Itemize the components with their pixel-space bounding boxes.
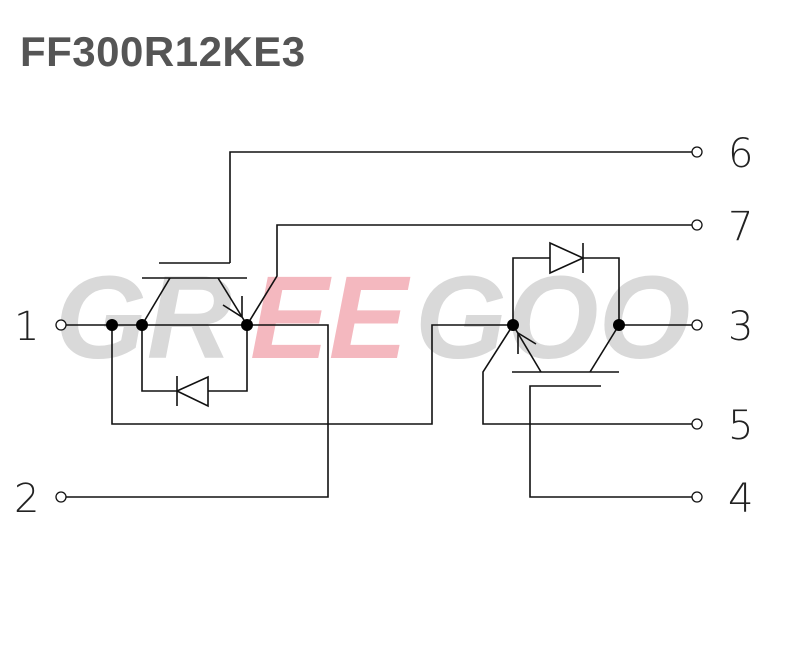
wire-aux-emitter-7 [246, 224, 692, 326]
terminal-6 [691, 146, 703, 158]
terminal-2 [55, 491, 67, 503]
junction-dot [106, 319, 118, 331]
igbt-lower [512, 324, 620, 373]
terminal-7 [691, 219, 703, 231]
wire-link [111, 324, 513, 425]
junction-dot [507, 319, 519, 331]
wire-gate-4 [529, 385, 692, 498]
pin-label-5: 5 [728, 403, 753, 449]
junction-dot [136, 319, 148, 331]
terminal-5 [691, 418, 703, 430]
pin-label-6: 6 [728, 131, 753, 177]
pin-label-4: 4 [728, 476, 753, 522]
page-title: FF300R12KE3 [20, 28, 306, 75]
wire-aux-emitter-5 [482, 324, 692, 425]
svg-text:GR: GR [55, 252, 232, 384]
svg-text:GOO: GOO [415, 252, 690, 384]
terminal-3 [691, 319, 703, 331]
terminal-1 [55, 319, 67, 331]
junction-dot [241, 319, 253, 331]
freewheel-diode-upper [141, 325, 248, 408]
pin-label-2: 2 [14, 476, 39, 522]
pin-label-7: 7 [728, 204, 753, 250]
svg-text:EE: EE [250, 252, 411, 384]
wire-pin2 [66, 324, 329, 498]
wire-gate-6 [229, 151, 692, 263]
freewheel-diode-lower [512, 241, 620, 325]
junction-dot [613, 319, 625, 331]
terminal-4 [691, 491, 703, 503]
igbt-upper [141, 262, 248, 326]
pin-label-1: 1 [14, 304, 39, 350]
pin-label-3: 3 [728, 304, 753, 350]
